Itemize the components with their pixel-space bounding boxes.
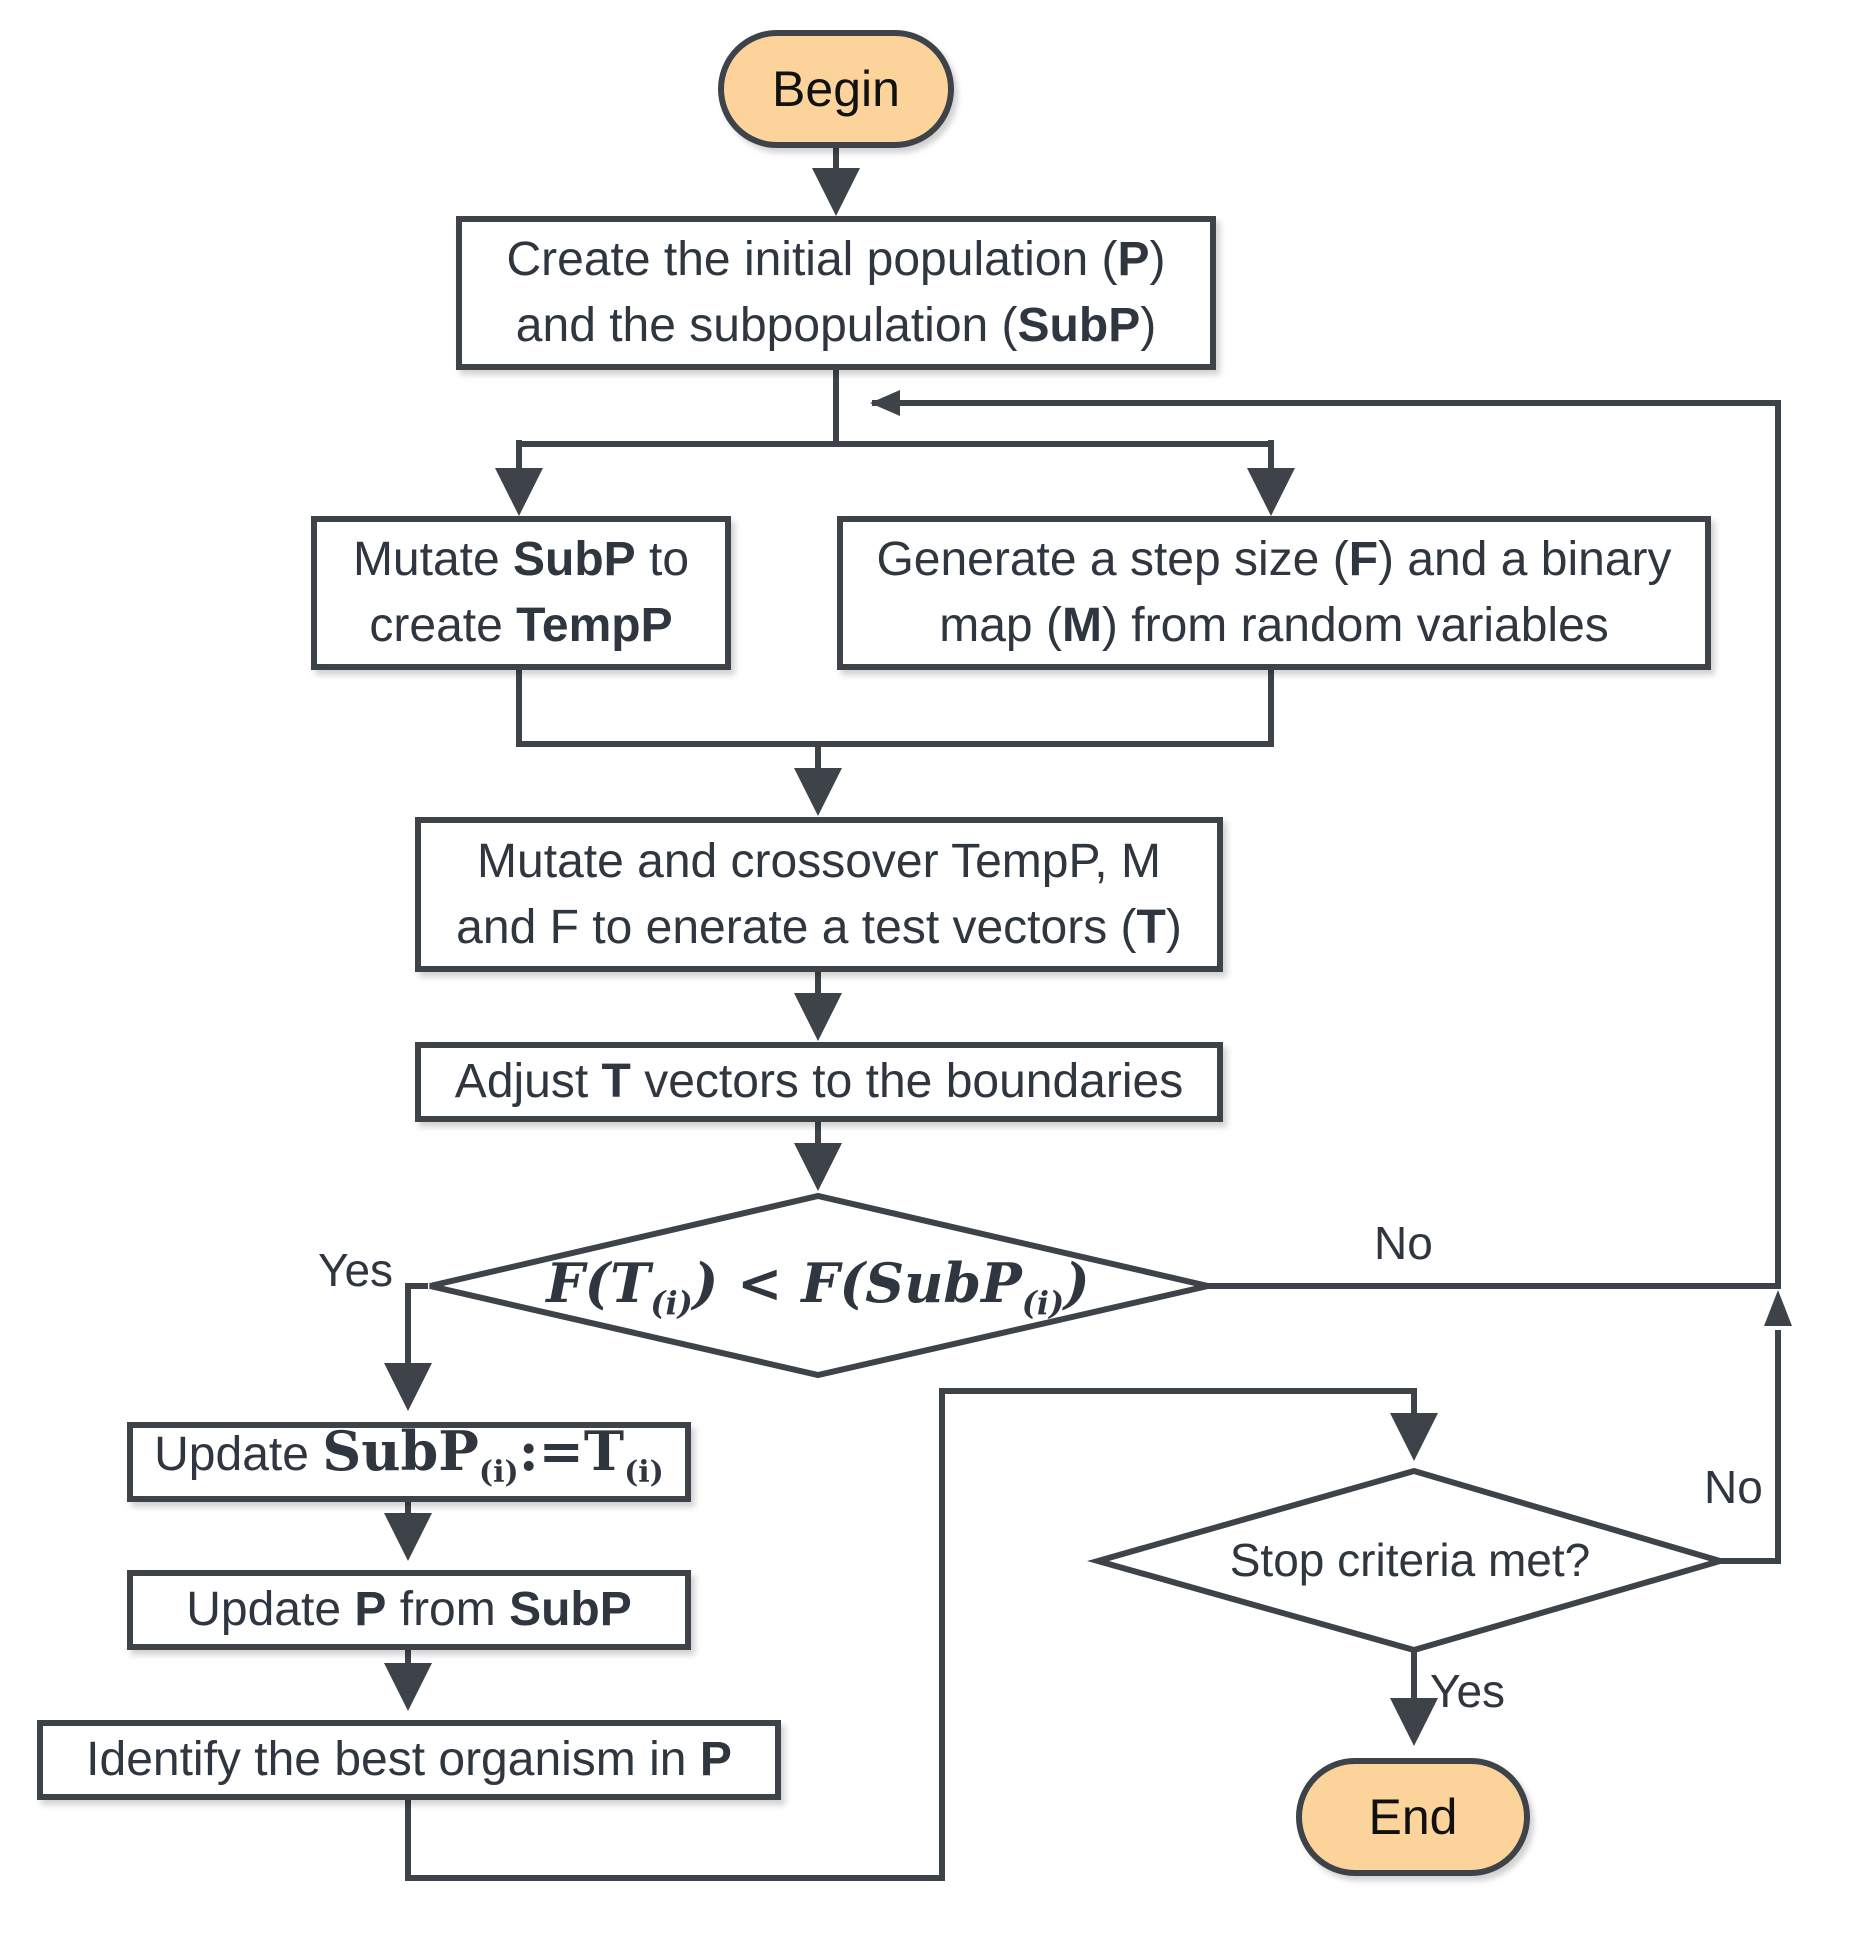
stop-diamond (1086, 1467, 1731, 1654)
update-subp-sub-1: (i) (478, 1454, 519, 1490)
update-p-text-1: Update (186, 1583, 355, 1636)
begin-label: Begin (772, 61, 900, 117)
end-label: End (1368, 1789, 1458, 1845)
identify-text-p: P (699, 1733, 732, 1786)
compare-sub-1: (i) (650, 1283, 693, 1322)
generate-text-4: ) from random variables (1101, 599, 1609, 652)
update-p-text-subp: SubP (509, 1583, 632, 1636)
update-p-text-p: P (354, 1583, 387, 1636)
adjust-box: Adjust T vectors to the boundaries (415, 1042, 1223, 1122)
update-subp-text-subp: SubP (322, 1419, 479, 1484)
crossover-text-t: T (1136, 900, 1166, 954)
compare-condition: F(T(i)) < F(SubP(i)) (480, 1236, 1156, 1336)
init-text-2: ) (1149, 233, 1166, 286)
init-text-3: and the subpopulation ( (515, 299, 1018, 352)
mutate-text-subp: SubP (513, 533, 636, 586)
connector-stop-no (1720, 1330, 1781, 1564)
mutate-text-3: create (369, 599, 517, 652)
init-text-1: Create the initial population ( (506, 233, 1118, 286)
mutate-text-tempp: TempP (516, 599, 673, 652)
connector-no-loop (872, 400, 1781, 1289)
adjust-text-t: T (601, 1055, 631, 1108)
begin-terminal: Begin (718, 30, 954, 148)
identify-text-1: Identify the best organism in (86, 1733, 700, 1786)
mutate-text-2: to (635, 533, 690, 586)
connector-identify-stop (405, 1388, 1438, 1881)
generate-text-m: M (1061, 599, 1102, 652)
generate-text-2: ) and a binary (1378, 533, 1672, 586)
init-population-box: Create the initial population (P) and th… (456, 216, 1216, 370)
generate-step-box: Generate a step size (F) and a binary ma… (837, 516, 1711, 670)
update-subp-box: Update SubP(i):=T(i) (127, 1419, 691, 1502)
init-text-4: ) (1140, 299, 1157, 352)
init-text-p: P (1117, 233, 1150, 286)
compare-text-2: ) < F(SubP (692, 1250, 1022, 1315)
mutate-subp-box: Mutate SubP to create TempP (311, 516, 731, 670)
stop-yes-label: Yes (1430, 1665, 1506, 1717)
compare-yes-label: Yes (318, 1244, 394, 1296)
compare-sub-2: (i) (1021, 1283, 1065, 1322)
arrowhead-loop-back (870, 390, 900, 416)
crossover-box: Mutate and crossover TempP, M and F to e… (415, 817, 1223, 972)
connector-split (516, 441, 1274, 489)
update-subp-text-assign: :=T (518, 1419, 625, 1484)
mutate-text-1: Mutate (352, 533, 514, 586)
identify-box: Identify the best organism in P (37, 1720, 781, 1800)
crossover-text-2: and F to enerate a test vectors ( (456, 900, 1137, 954)
compare-text-3: ) (1064, 1250, 1090, 1315)
crossover-text-1: Mutate and crossover TempP, M (477, 834, 1161, 888)
connector-yes-branch (384, 1283, 432, 1411)
compare-diamond (429, 1192, 1209, 1379)
generate-text-f: F (1348, 533, 1379, 586)
update-p-box: Update P from SubP (127, 1570, 691, 1650)
compare-no-label: No (1374, 1217, 1433, 1269)
adjust-text-1: Adjust (454, 1055, 602, 1108)
update-p-text-2: from (386, 1583, 510, 1636)
init-text-subp: SubP (1017, 299, 1141, 352)
end-terminal: End (1296, 1758, 1530, 1876)
compare-text-1: F(T (546, 1250, 651, 1315)
connector-merge (516, 670, 1274, 747)
adjust-text-2: vectors to the boundaries (630, 1055, 1184, 1108)
crossover-text-3: ) (1165, 900, 1182, 954)
generate-text-3: map ( (939, 599, 1062, 652)
arrowhead-stop-no (1764, 1290, 1792, 1326)
stop-no-label: No (1704, 1461, 1763, 1513)
generate-text-1: Generate a step size ( (876, 533, 1349, 586)
update-subp-text-1: Update (154, 1428, 323, 1482)
update-subp-sub-2: (i) (624, 1454, 664, 1490)
stop-criteria-text: Stop criteria met? (1229, 1534, 1591, 1586)
